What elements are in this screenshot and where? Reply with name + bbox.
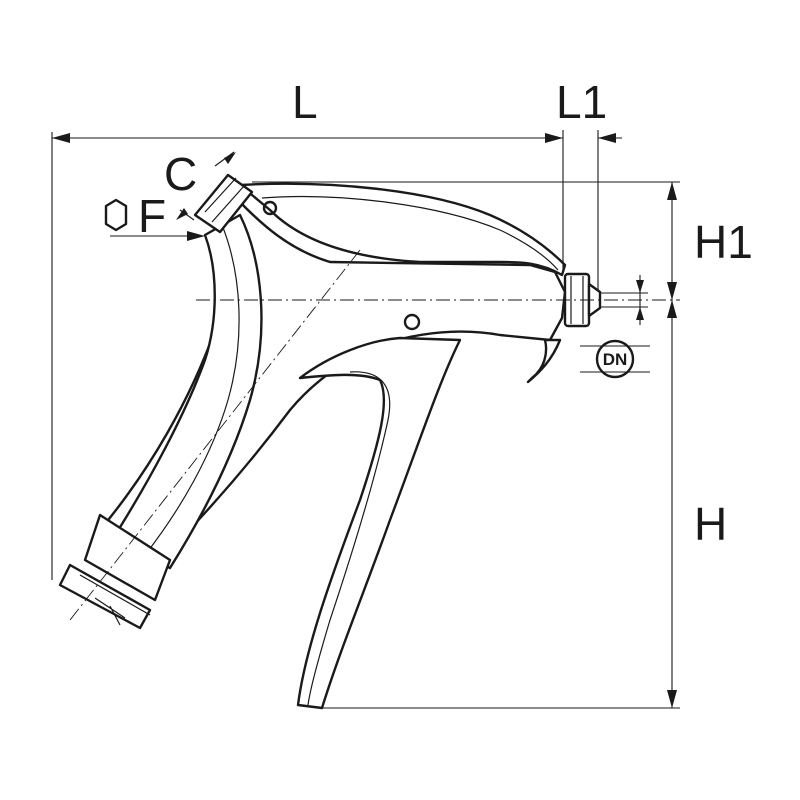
handle-grip — [296, 336, 462, 710]
upper-shell — [238, 182, 567, 277]
top-hex-lines — [204, 177, 245, 223]
inlet-tube-inner-line — [144, 224, 240, 556]
inlet-fitting-end — [58, 563, 152, 630]
gun-body — [58, 173, 602, 710]
dimension-label-height-top: H1 — [694, 216, 753, 268]
handle-inner-line — [307, 371, 391, 706]
dimension-label-height: H — [694, 498, 727, 550]
wrench-size-indicator: F — [104, 190, 166, 242]
dimension-label-nominal-diameter: DN — [603, 350, 628, 369]
nominal-diameter-circle — [595, 339, 635, 379]
nominal-diameter-badge: DN — [580, 339, 650, 379]
top-hex-fitting — [193, 173, 254, 234]
pivot-screw-upper — [262, 200, 278, 216]
inlet-fitting — [83, 513, 172, 602]
dimension-label-length-nozzle: L1 — [556, 76, 607, 128]
pivot-screw-main — [403, 313, 421, 331]
dimension-label-chamfer: C — [164, 148, 197, 200]
center-lines — [69, 249, 680, 621]
trigger-hook — [526, 338, 562, 384]
inlet-fitting-hex-lines — [79, 574, 151, 626]
nozzle-tip — [587, 282, 602, 318]
hexagon-icon — [104, 198, 128, 232]
upper-shell-inner-line — [261, 195, 559, 271]
dimension-label-length: L — [292, 76, 318, 128]
inlet-tube — [110, 213, 263, 570]
dimension-lines — [51, 130, 680, 709]
dimension-label-wrench-size: F — [138, 190, 166, 242]
